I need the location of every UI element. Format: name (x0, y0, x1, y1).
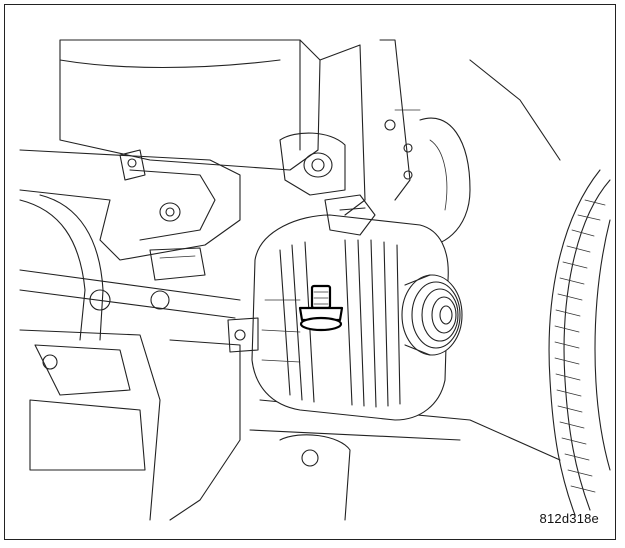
corrugated-conduit (548, 169, 611, 516)
mounting-bracket (19, 132, 346, 261)
figure-id-label: 812d318e (539, 511, 599, 526)
engine-block (59, 39, 561, 247)
alternator (227, 194, 463, 421)
lower-structure (19, 329, 561, 521)
mounting-bolt (298, 284, 344, 332)
pulley (401, 274, 463, 356)
alternator-fins (261, 239, 401, 408)
hose (19, 194, 241, 341)
